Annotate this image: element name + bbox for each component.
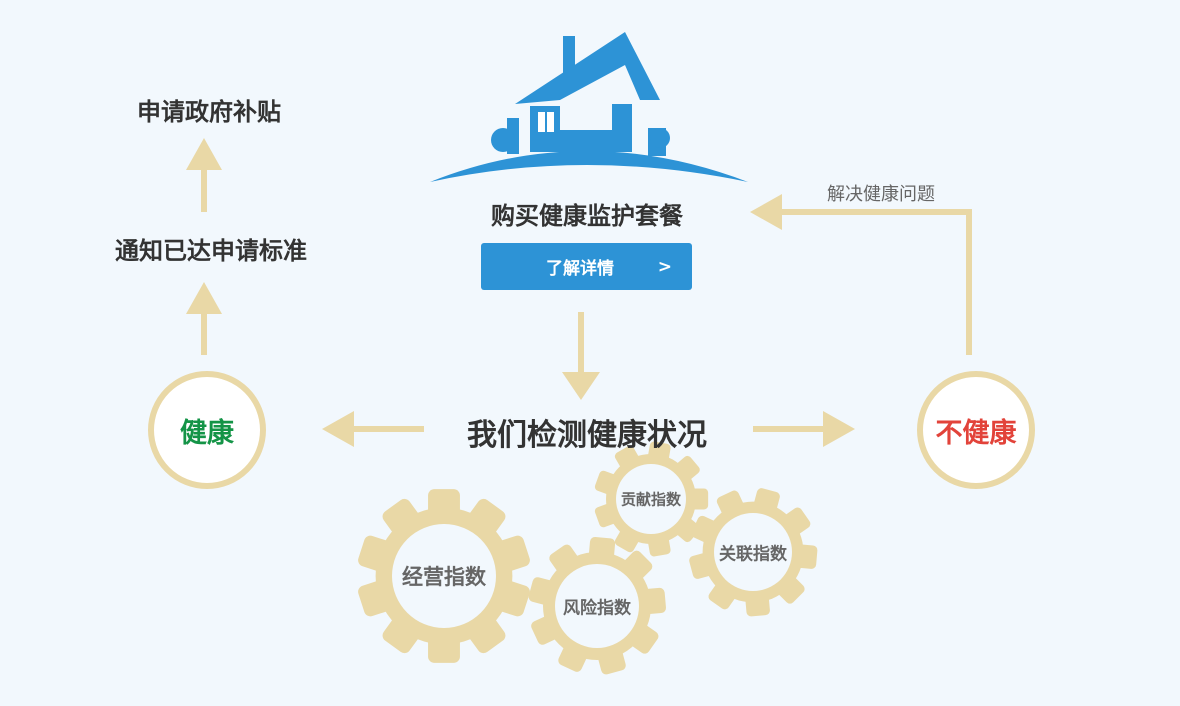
house-icon (430, 32, 748, 182)
package-title: 购买健康监护套餐 (491, 202, 683, 230)
gear-label-operation: 经营指数 (402, 565, 486, 589)
check-health-label: 我们检测健康状况 (467, 418, 707, 453)
gear-relation-icon (689, 488, 818, 617)
healthy-circle: 健康 (148, 371, 266, 489)
learn-more-button[interactable]: 了解详情 > (481, 243, 692, 290)
gear-label-risk: 风险指数 (563, 598, 631, 619)
chevron-right-icon: > (657, 256, 672, 277)
healthy-label: 健康 (180, 417, 234, 449)
gear-operation-icon (358, 489, 530, 663)
solve-problem-label: 解决健康问题 (827, 184, 935, 205)
gear-label-relation: 关联指数 (719, 544, 787, 565)
arrow-back-to-package (780, 209, 972, 355)
subsidy-label: 申请政府补贴 (137, 98, 281, 126)
unhealthy-circle: 不健康 (917, 371, 1035, 489)
notify-label: 通知已达申请标准 (115, 237, 307, 265)
gear-contribution-icon (594, 441, 709, 557)
unhealthy-label: 不健康 (935, 417, 1017, 449)
gear-label-contribution: 贡献指数 (620, 490, 682, 509)
gear-group (358, 441, 818, 675)
learn-more-label: 了解详情 (546, 259, 614, 279)
gear-risk-icon (528, 537, 666, 675)
